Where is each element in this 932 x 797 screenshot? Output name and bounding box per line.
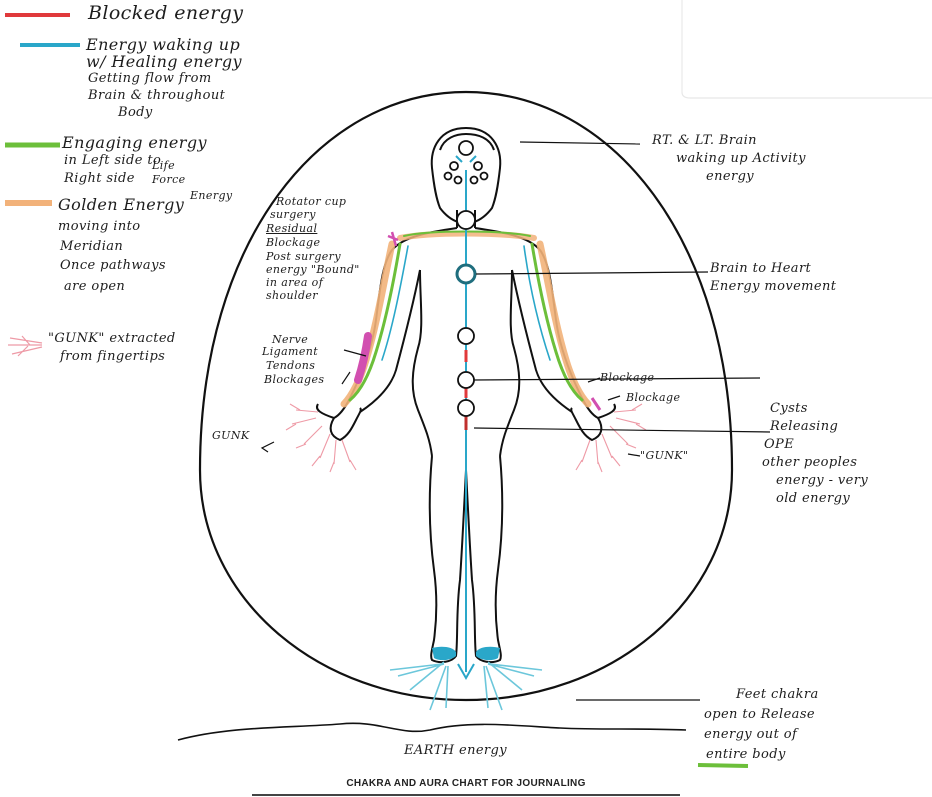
legend-engaging-line6: Energy [190,190,233,203]
note-brain-line1: RT. & LT. Brain [652,134,757,149]
legend-engaging-line4: Life [152,160,175,173]
note-earth-energy: EARTH energy [404,744,507,759]
note-rotator-line2: surgery [270,209,316,222]
note-blockage-1: Blockage [600,372,654,385]
legend-waking-line4: Brain & throughout [88,89,225,104]
left-foot-chakra [432,647,456,660]
legend-gunk-line2: from fingertips [60,350,165,365]
forearm-blockage-mark [358,336,368,380]
legend-golden-line1: Golden Energy [58,196,184,214]
note-rotator-line7: in area of [266,277,323,290]
note-rotator-line1: Rotator cup [276,196,346,209]
heart-chakra [457,265,475,283]
legend-engaging-line5: Force [152,174,186,187]
note-nerve-line3: Tendons [266,360,315,373]
legend-blocked-label: Blocked energy [88,3,243,25]
legend-golden-line4: Once pathways [60,259,166,274]
gunk-fingertips-right [576,404,646,472]
note-gunk-right: "GUNK" [640,450,688,463]
note-feet-line3: energy out of [704,728,797,743]
note-feet-line4: entire body [706,748,786,763]
chart-caption: CHAKRA AND AURA CHART FOR JOURNALING [0,778,932,789]
legend-swatch-gunk [8,336,42,356]
right-wrist-blockage [592,398,600,410]
legend-waking-line5: Body [118,106,153,121]
note-cysts-line1: Cysts [770,402,808,417]
note-cysts-line6: old energy [776,492,850,507]
note-blockage-2: Blockage [626,392,680,405]
legend-waking-line3: Getting flow from [88,72,212,87]
legend-engaging-line3: Right side [64,172,135,187]
legend-waking-line2: w/ Healing energy [86,53,242,71]
legend-golden-line5: are open [64,280,125,295]
note-rotator-line8: shoulder [266,290,318,303]
note-nerve-line2: Ligament [262,346,318,359]
note-cysts-line3: OPE [764,438,794,453]
gunk-fingertips-left [286,404,356,472]
note-gunk-left: GUNK [212,430,250,443]
note-feet-line2: open to Release [704,708,815,723]
note-heart-line1: Brain to Heart [710,262,811,277]
note-cysts-line4: other peoples [762,456,857,471]
legend-golden-line2: moving into [58,220,140,235]
note-nerve-line4: Blockages [264,374,324,387]
note-cysts-line2: Releasing [770,420,838,435]
legend-swatch-feet-green [698,765,748,766]
legend-engaging-line2: in Left side to [64,154,161,169]
legend-golden-line3: Meridian [60,240,123,255]
note-rotator-line5: Post surgery [266,251,341,264]
annotation-leaders [262,142,770,700]
note-cysts-line5: energy - very [776,474,868,489]
head-energy-lines [456,156,476,162]
note-brain-line3: energy [706,170,754,185]
note-feet-line1: Feet chakra [736,688,819,703]
legend-engaging-line1: Engaging energy [62,134,207,152]
right-foot-chakra [476,647,500,660]
faint-frame [682,0,932,98]
note-brain-line2: waking up Activity [676,152,806,167]
note-rotator-line3: Residual [266,223,317,236]
legend-gunk-line1: "GUNK" extracted [48,332,176,347]
earth-ground-line [178,723,686,740]
note-rotator-line6: energy "Bound" [266,264,360,277]
note-rotator-line4: Blockage [266,237,320,250]
note-heart-line2: Energy movement [710,280,836,295]
caption-underline [252,794,680,796]
